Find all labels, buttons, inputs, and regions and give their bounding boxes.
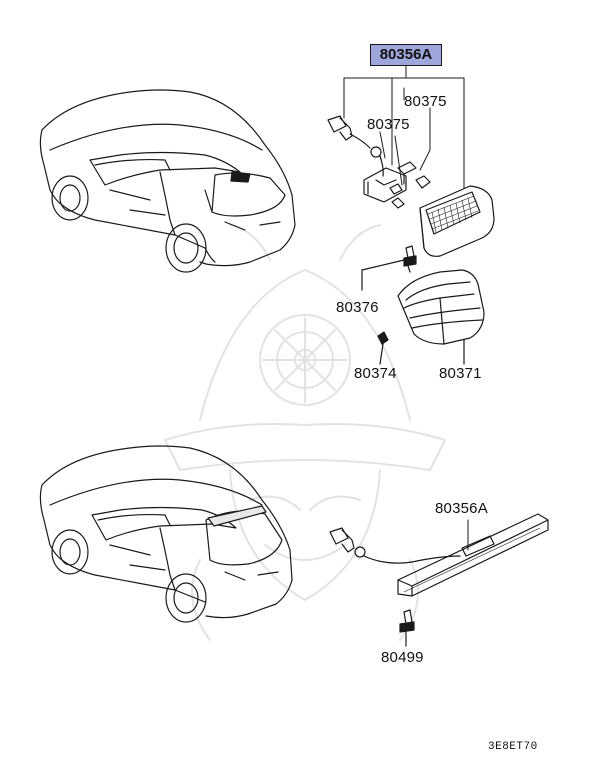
clip-80374 [377,331,389,365]
leader-lines-upper [343,65,465,189]
part-label-80375-upper[interactable]: 80375 [404,93,447,110]
part-label-80374[interactable]: 80374 [354,365,397,382]
part-label-80375-lower[interactable]: 80375 [367,116,410,133]
car-illustration-upper [39,89,296,273]
car-illustration-lower [39,445,293,623]
watermark-logo [164,224,446,641]
stop-lamp-bar-80356A [397,513,549,597]
part-label-80499[interactable]: 80499 [381,649,424,666]
stop-lamp-lens [419,185,495,257]
figure-code: 3E8ET70 [488,741,538,753]
harness-connector-lower [329,527,461,564]
highlighted-part-label[interactable]: 80356A [370,44,442,66]
screw-80499 [399,609,415,647]
lamp-cover-80371 [397,269,485,365]
harness-connector-upper [327,115,384,177]
part-label-80376[interactable]: 80376 [336,299,379,316]
highlighted-part-number[interactable]: 80356A [379,46,433,63]
bulb-socket-bracket [363,161,431,209]
part-label-80356A-lower[interactable]: 80356A [435,500,488,517]
part-label-80371[interactable]: 80371 [439,365,482,382]
screw-80376 [361,245,417,291]
